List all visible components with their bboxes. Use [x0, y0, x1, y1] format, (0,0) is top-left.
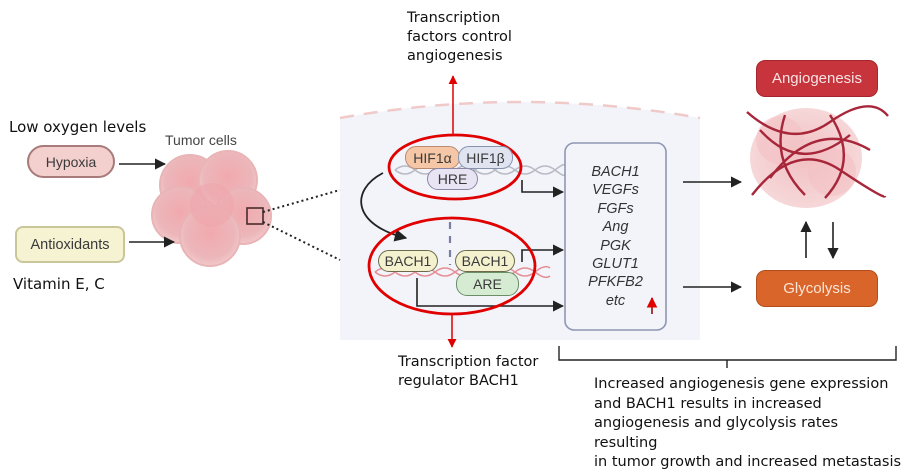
- conclusion-bracket: [558, 346, 897, 361]
- are-pill: ARE: [456, 272, 519, 296]
- bach1-left-pill: BACH1: [378, 250, 438, 272]
- antioxidants-box: Antioxidants: [15, 226, 125, 263]
- gene-item: VEGFs: [592, 182, 639, 199]
- hif1b-pill: HIF1β: [458, 146, 513, 169]
- top-annotation: Transcription factors control angiogenes…: [407, 10, 512, 64]
- hif1a-pill: HIF1α: [405, 146, 460, 169]
- low-oxygen-label: Low oxygen levels: [9, 118, 147, 136]
- gene-item: etc: [605, 292, 626, 309]
- bach1-right-pill: BACH1: [455, 250, 515, 272]
- angiogenesis-illustration: [746, 105, 889, 208]
- angiogenesis-box: Angiogenesis: [756, 60, 878, 97]
- bottom-annotation: Transcription factor regulator BACH1: [398, 354, 539, 389]
- zoom-box: [246, 207, 264, 225]
- hif-highlight-ellipse: [387, 133, 523, 201]
- gene-item: FGFs: [597, 200, 634, 217]
- gene-item: PGK: [600, 237, 631, 254]
- tumor-cells-illustration: [151, 150, 272, 267]
- gene-item: GLUT1: [592, 256, 639, 273]
- are-to-genes-arrow: [521, 244, 565, 262]
- gene-item: BACH1: [591, 164, 640, 180]
- hre-to-genes-arrow: [521, 180, 565, 198]
- gene-item: PFKFB2: [588, 274, 643, 291]
- tumor-cells-label: Tumor cells: [165, 132, 237, 148]
- gene-list: BACH1 VEGFs FGFs Ang PGK GLUT1 PFKFB2 et…: [565, 163, 666, 310]
- gene-box: [564, 142, 667, 331]
- hypoxia-pill: Hypoxia: [27, 145, 115, 178]
- bach1-to-genes-arrow: [416, 278, 565, 312]
- gene-item: Ang: [602, 219, 629, 236]
- vitamin-label: Vitamin E, C: [13, 275, 105, 293]
- conclusion-text: Increased angiogenesis gene expression a…: [594, 376, 902, 470]
- hre-pill: HRE: [427, 168, 478, 190]
- glycolysis-box: Glycolysis: [756, 270, 878, 307]
